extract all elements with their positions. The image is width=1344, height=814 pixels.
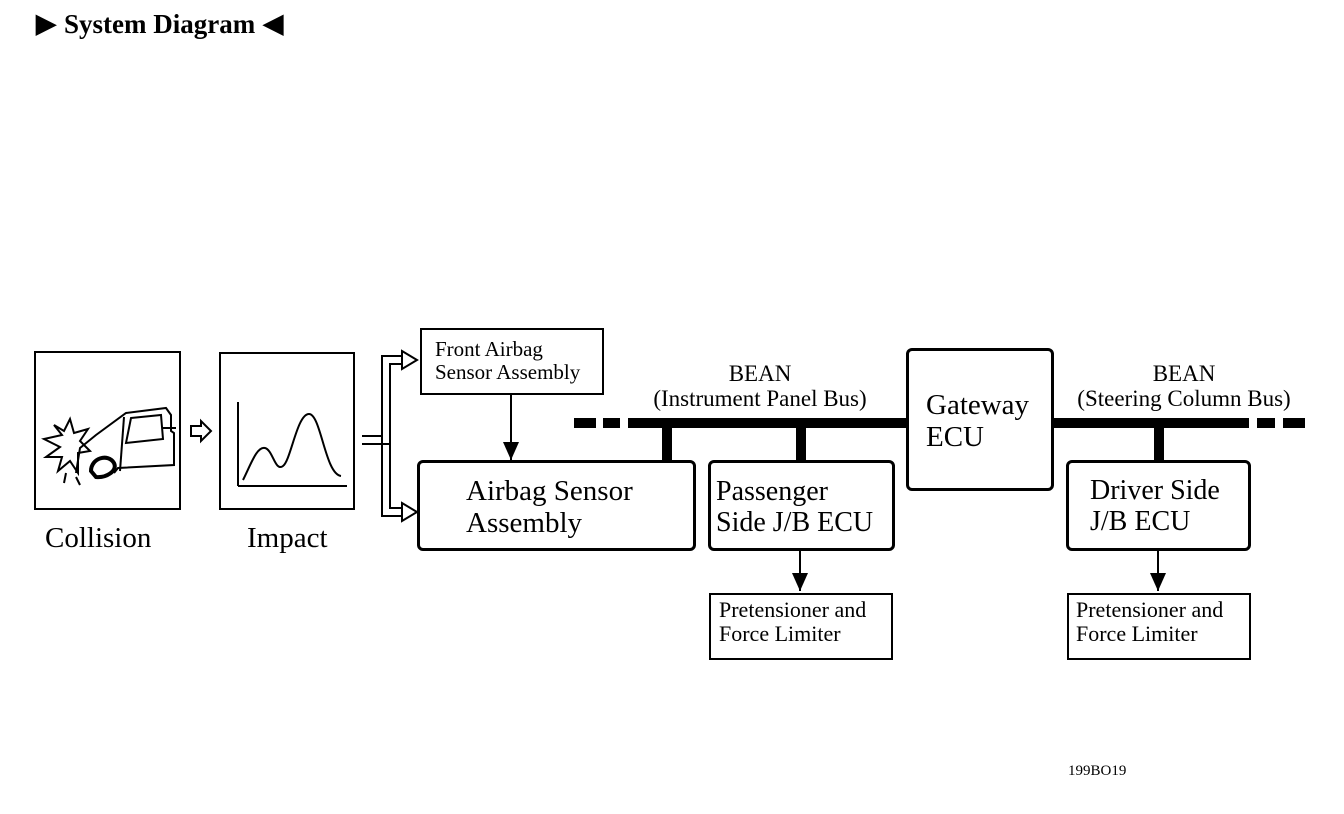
right-triangle-icon: ▶ — [36, 9, 56, 38]
passenger-side-ecu-label: Passenger Side J/B ECU — [716, 476, 874, 538]
instrument-panel-bus — [574, 418, 908, 461]
impact-label: Impact — [247, 522, 328, 554]
front-airbag-sensor-box — [420, 328, 604, 395]
passenger-side-ecu-box — [708, 460, 895, 551]
airbag-sensor-assembly-label: Airbag Sensor Assembly — [466, 475, 633, 539]
driver-side-ecu-box — [1066, 460, 1251, 551]
impact-box — [219, 352, 355, 510]
collision-label: Collision — [45, 522, 152, 554]
pretensioner-driver-label: Pretensioner and Force Limiter — [1076, 597, 1224, 647]
gateway-ecu-label: Gateway ECU — [926, 389, 1030, 453]
impact-graph-icon — [237, 402, 347, 487]
car-crash-icon — [41, 406, 176, 486]
steering-column-bus-label: BEAN (Steering Column Bus) — [1077, 361, 1291, 412]
hollow-branch-arrows — [362, 355, 402, 517]
pretensioner-passenger-label: Pretensioner and Force Limiter — [719, 597, 867, 647]
left-triangle-icon: ◀ — [263, 9, 284, 38]
front-airbag-sensor-label: Front Airbag Sensor Assembly — [435, 337, 581, 385]
hollow-arrowhead-airbag — [401, 501, 419, 523]
hollow-arrow-collision-impact — [190, 418, 213, 444]
pretensioner-driver-box — [1067, 593, 1251, 660]
collision-box — [34, 351, 181, 510]
instrument-panel-bus-label: BEAN (Instrument Panel Bus) — [653, 361, 867, 412]
figure-code: 199BO19 — [1068, 763, 1127, 779]
hollow-arrowhead-front — [401, 349, 419, 371]
driver-side-ecu-label: Driver Side J/B ECU — [1090, 475, 1220, 537]
title-text: System Diagram — [64, 8, 256, 39]
pretensioner-passenger-box — [709, 593, 893, 660]
diagram-title: ▶ System Diagram ◀ — [36, 8, 283, 40]
steering-column-bus — [1052, 418, 1305, 461]
gateway-ecu-box — [906, 348, 1054, 491]
airbag-sensor-assembly-box — [417, 460, 696, 551]
